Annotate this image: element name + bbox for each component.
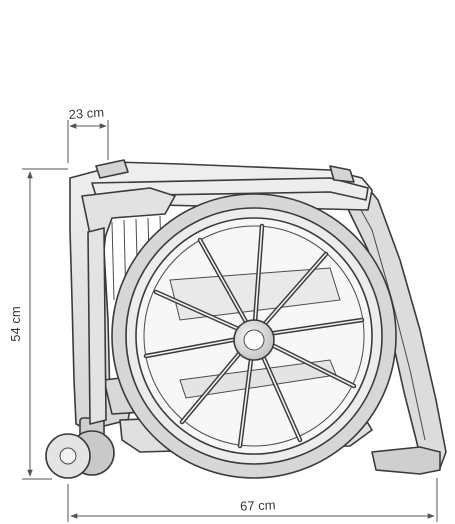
width-dimension: 67 cm <box>67 478 438 522</box>
top-latch-right <box>329 165 355 183</box>
wheelchair-illustration <box>45 159 447 479</box>
depth-label: 23 cm <box>68 105 104 122</box>
wheel-rim-inner <box>143 225 365 447</box>
rear-foot <box>371 446 441 475</box>
caster-hub <box>59 447 77 465</box>
width-label: 67 cm <box>240 497 276 513</box>
front-caster <box>45 417 115 479</box>
wheel-hub-cap <box>243 329 265 351</box>
rear-wheel <box>111 193 397 479</box>
armrest <box>81 187 176 247</box>
front-frame-post <box>87 227 107 425</box>
height-label: 54 cm <box>8 306 23 341</box>
height-dimension: 54 cm <box>8 168 68 480</box>
top-latch <box>95 159 129 179</box>
depth-dimension: 23 cm <box>67 105 109 163</box>
